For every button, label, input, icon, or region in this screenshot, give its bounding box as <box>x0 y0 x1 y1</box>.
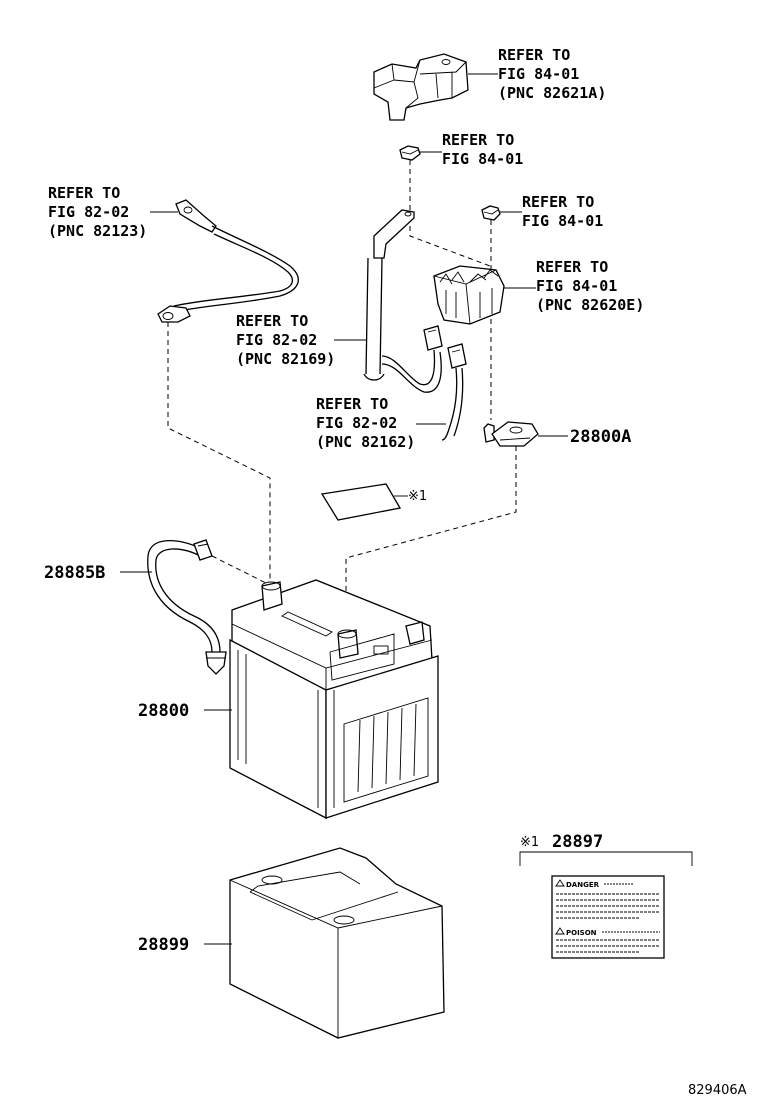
terminal-part <box>483 421 539 447</box>
note-mark-legend: ※1 <box>520 835 539 850</box>
svg-text:(PNC 82621A): (PNC 82621A) <box>498 84 606 102</box>
note-mark-sticker: ※1 <box>408 489 427 504</box>
svg-text:REFER TO: REFER TO <box>522 193 594 211</box>
insulator-part <box>229 847 445 1039</box>
guide-cable-fuse <box>409 226 491 267</box>
callout-bracket-top: REFER TO FIG 84-01 (PNC 82621A) <box>498 46 606 102</box>
callout-fuse-block: REFER TO FIG 84-01 (PNC 82620E) <box>536 258 644 314</box>
negative-cable-part <box>157 199 299 323</box>
sensor-cable-part <box>441 343 467 441</box>
svg-text:FIG 84-01: FIG 84-01 <box>522 212 603 230</box>
nut-part-1 <box>399 145 421 161</box>
poison-text: POISON <box>566 929 597 937</box>
caution-label-drawing: DANGER POISON <box>551 875 665 959</box>
svg-text:(PNC 82162): (PNC 82162) <box>316 433 415 451</box>
svg-text:REFER TO: REFER TO <box>48 184 120 202</box>
svg-text:REFER TO: REFER TO <box>536 258 608 276</box>
svg-text:FIG 84-01: FIG 84-01 <box>536 277 617 295</box>
part-number-terminal: 28800A <box>570 427 631 447</box>
part-number-battery: 28800 <box>138 701 189 721</box>
part-number-insulator: 28899 <box>138 935 189 955</box>
guide-terminal-post <box>345 446 517 628</box>
svg-text:(PNC 82123): (PNC 82123) <box>48 222 147 240</box>
part-number-label: 28897 <box>552 832 603 852</box>
svg-text:REFER TO: REFER TO <box>316 395 388 413</box>
callout-cable-left: REFER TO FIG 82-02 (PNC 82123) <box>48 184 147 240</box>
battery-part <box>229 579 439 820</box>
svg-text:FIG 82-02: FIG 82-02 <box>316 414 397 432</box>
svg-text:FIG 84-01: FIG 84-01 <box>498 65 579 83</box>
nut-part-2 <box>481 205 501 221</box>
callout-cable-small: REFER TO FIG 82-02 (PNC 82162) <box>316 395 415 451</box>
svg-text:FIG 84-01: FIG 84-01 <box>442 150 523 168</box>
guide-cable-left-post <box>167 322 271 580</box>
bracket-part <box>373 53 469 121</box>
svg-text:REFER TO: REFER TO <box>498 46 570 64</box>
svg-text:REFER TO: REFER TO <box>236 312 308 330</box>
vent-hose-part <box>147 539 227 675</box>
fuse-block-part <box>433 265 505 325</box>
callout-nut-2: REFER TO FIG 84-01 <box>522 193 603 230</box>
svg-text:REFER TO: REFER TO <box>442 131 514 149</box>
part-number-vent-hose: 28885B <box>44 563 105 583</box>
svg-text:(PNC 82620E): (PNC 82620E) <box>536 296 644 314</box>
svg-text:FIG 82-02: FIG 82-02 <box>48 203 129 221</box>
svg-text:FIG 82-02: FIG 82-02 <box>236 331 317 349</box>
callout-cable-mid: REFER TO FIG 82-02 (PNC 82169) <box>236 312 335 368</box>
figure-code: 829406A <box>688 1083 747 1098</box>
positive-cable-part <box>363 209 443 393</box>
danger-text: DANGER <box>566 881 600 889</box>
guide-hose-battery <box>211 555 269 585</box>
callout-nut-1: REFER TO FIG 84-01 <box>442 131 523 168</box>
label-legend: ※1 28897 <box>519 832 693 866</box>
caution-sticker-shape <box>320 483 402 521</box>
svg-text:(PNC 82169): (PNC 82169) <box>236 350 335 368</box>
